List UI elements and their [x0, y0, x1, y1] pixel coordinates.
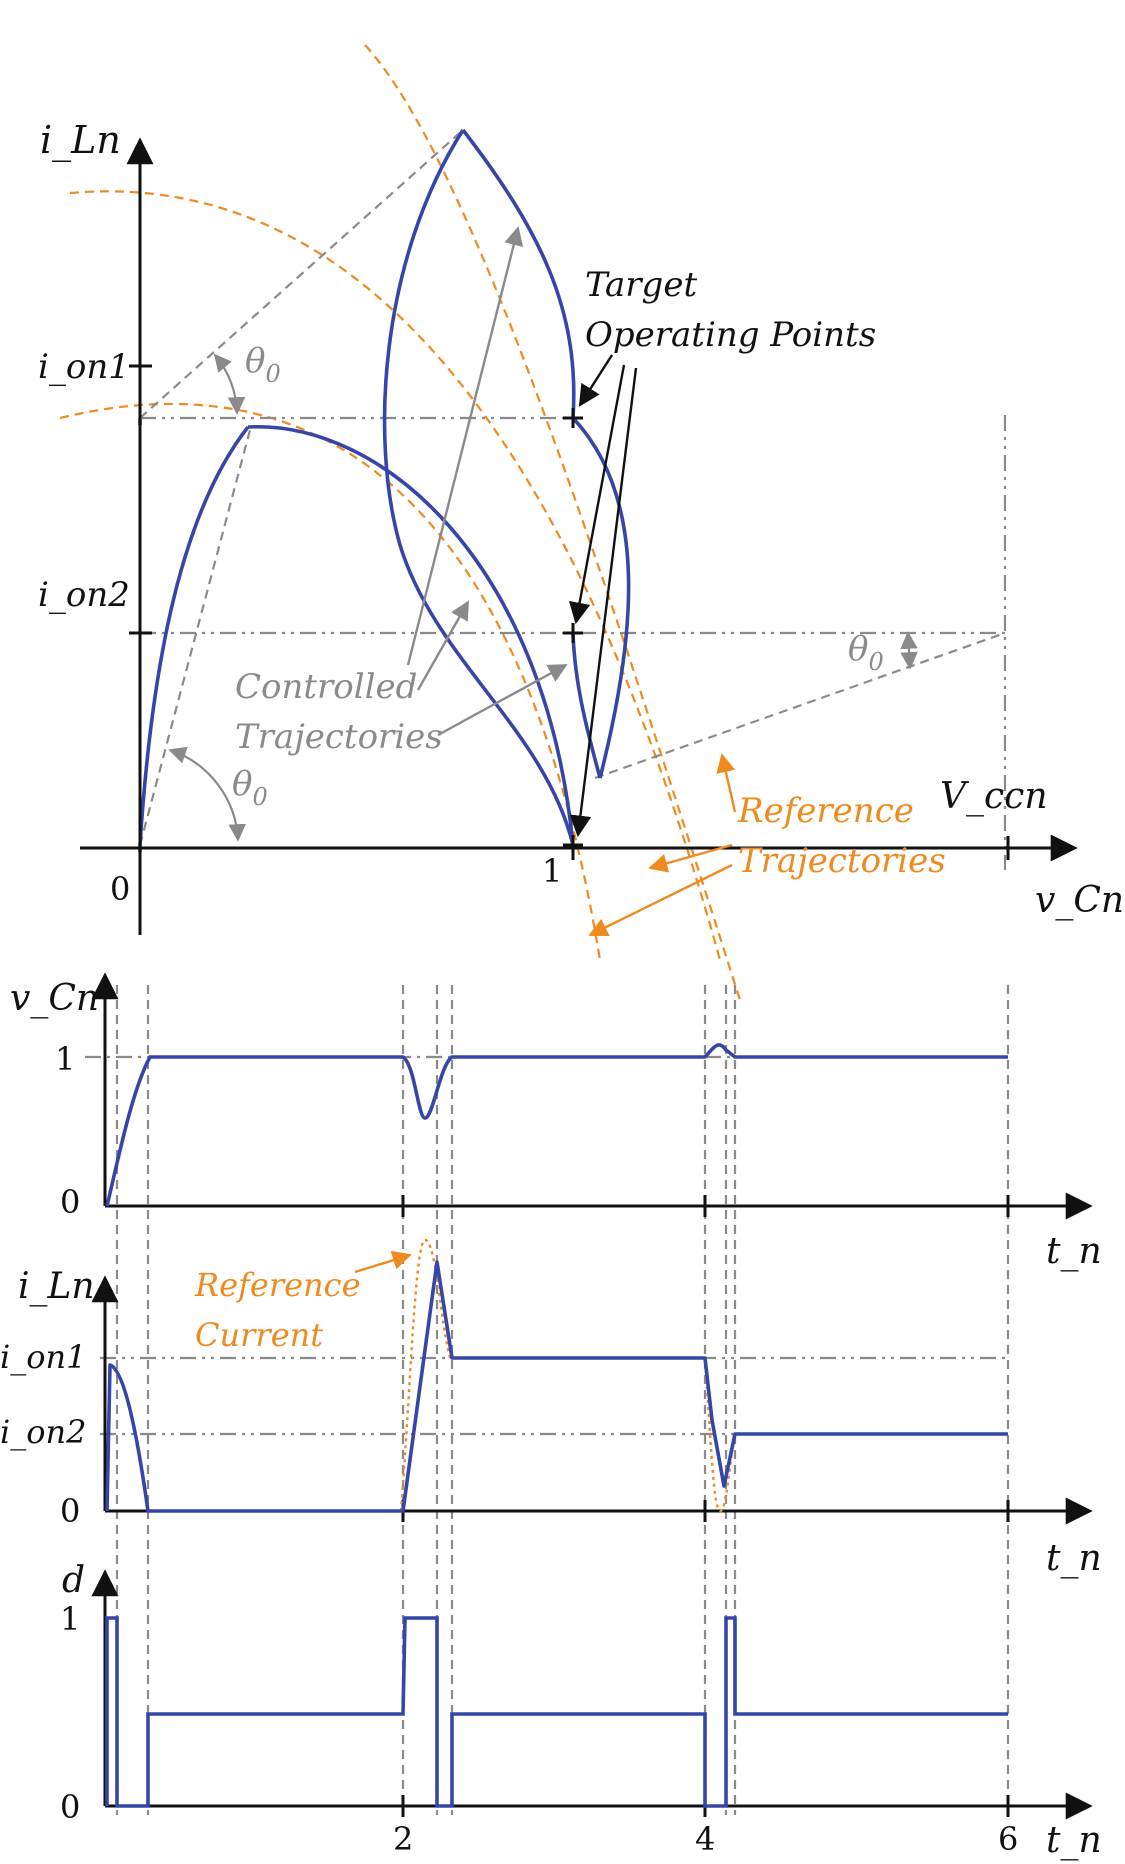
ref-current-label-line1: Reference — [194, 1266, 361, 1304]
d-x-tick-4: 4 — [695, 1820, 715, 1858]
d-x-label: t_n — [1046, 1820, 1102, 1861]
phase-tick-ion1: i_on1 — [38, 347, 130, 387]
controlled-trajectories — [138, 128, 631, 846]
plot-iln: i_Ln i_on1 i_on2 0 t_n Reference Current — [0, 1238, 1102, 1579]
target-arrows — [568, 354, 638, 838]
phase-axes — [80, 137, 1078, 935]
vcn-y-label: v_Cn — [10, 978, 99, 1019]
vcn-tick-1: 1 — [55, 1040, 75, 1078]
d-x-tick-6: 6 — [998, 1820, 1018, 1858]
reference-label-line1: Reference — [737, 791, 914, 831]
timing-guides — [115, 985, 1010, 1815]
iln-tick-ion1: i_on1 — [0, 1338, 86, 1376]
reference-arrows — [588, 753, 737, 937]
phase-y-axis-label: i_Ln — [40, 118, 121, 163]
iln-tick-ion2: i_on2 — [0, 1413, 86, 1451]
vcn-x-label: t_n — [1046, 1231, 1102, 1272]
target-label-line1: Target — [585, 265, 697, 305]
d-y-label: d — [62, 1560, 85, 1601]
plot-vcn: v_Cn 1 0 t_n — [10, 972, 1102, 1272]
d-waveform — [105, 1616, 1008, 1808]
theta-labels: θ0 θ0 θ0 — [232, 341, 884, 811]
plot-d: d 1 0 2 4 6 t_n — [60, 1560, 1102, 1861]
theta-label-bottom: θ0 — [232, 764, 268, 811]
theta-label-right: θ0 — [848, 629, 884, 676]
d-x-tick-2: 2 — [393, 1820, 413, 1858]
reference-current-waveform — [399, 1238, 737, 1513]
phase-origin-label: 0 — [110, 870, 130, 908]
controlled-label-line1: Controlled — [235, 667, 417, 707]
iln-tick-0: 0 — [60, 1492, 80, 1530]
d-tick-1: 1 — [60, 1600, 80, 1638]
reference-label-line2: Trajectories — [738, 841, 946, 881]
controlled-arrows — [406, 226, 568, 737]
ref-current-label-line2: Current — [195, 1316, 323, 1354]
vcn-waveform — [105, 1043, 1008, 1207]
phase-tick-ion2: i_on2 — [38, 575, 130, 615]
ref-current-arrow — [354, 1250, 412, 1274]
vccn-label: V_ccn — [940, 776, 1048, 817]
phase-plane: i_Ln i_on1 i_on2 0 1 V_ccn v_Cn θ0 θ0 θ0… — [38, 44, 1124, 1001]
reference-trajectory-arcs — [59, 44, 742, 1001]
controlled-label-line2: Trajectories — [235, 717, 443, 757]
target-operating-points — [563, 408, 583, 855]
theta-lines — [138, 129, 1006, 846]
vcn-tick-0: 0 — [60, 1183, 80, 1221]
phase-x-tick-1: 1 — [542, 852, 562, 890]
iln-x-label: t_n — [1046, 1538, 1102, 1579]
theta-arcs — [168, 353, 918, 842]
d-tick-0: 0 — [60, 1788, 80, 1826]
target-label-line2: Operating Points — [585, 315, 876, 355]
phase-x-axis-label: v_Cn — [1035, 880, 1124, 921]
theta-label-top: θ0 — [245, 341, 281, 388]
guide-lines — [140, 415, 1010, 870]
iln-waveform — [105, 1260, 1008, 1513]
iln-y-label: i_Ln — [18, 1266, 95, 1307]
